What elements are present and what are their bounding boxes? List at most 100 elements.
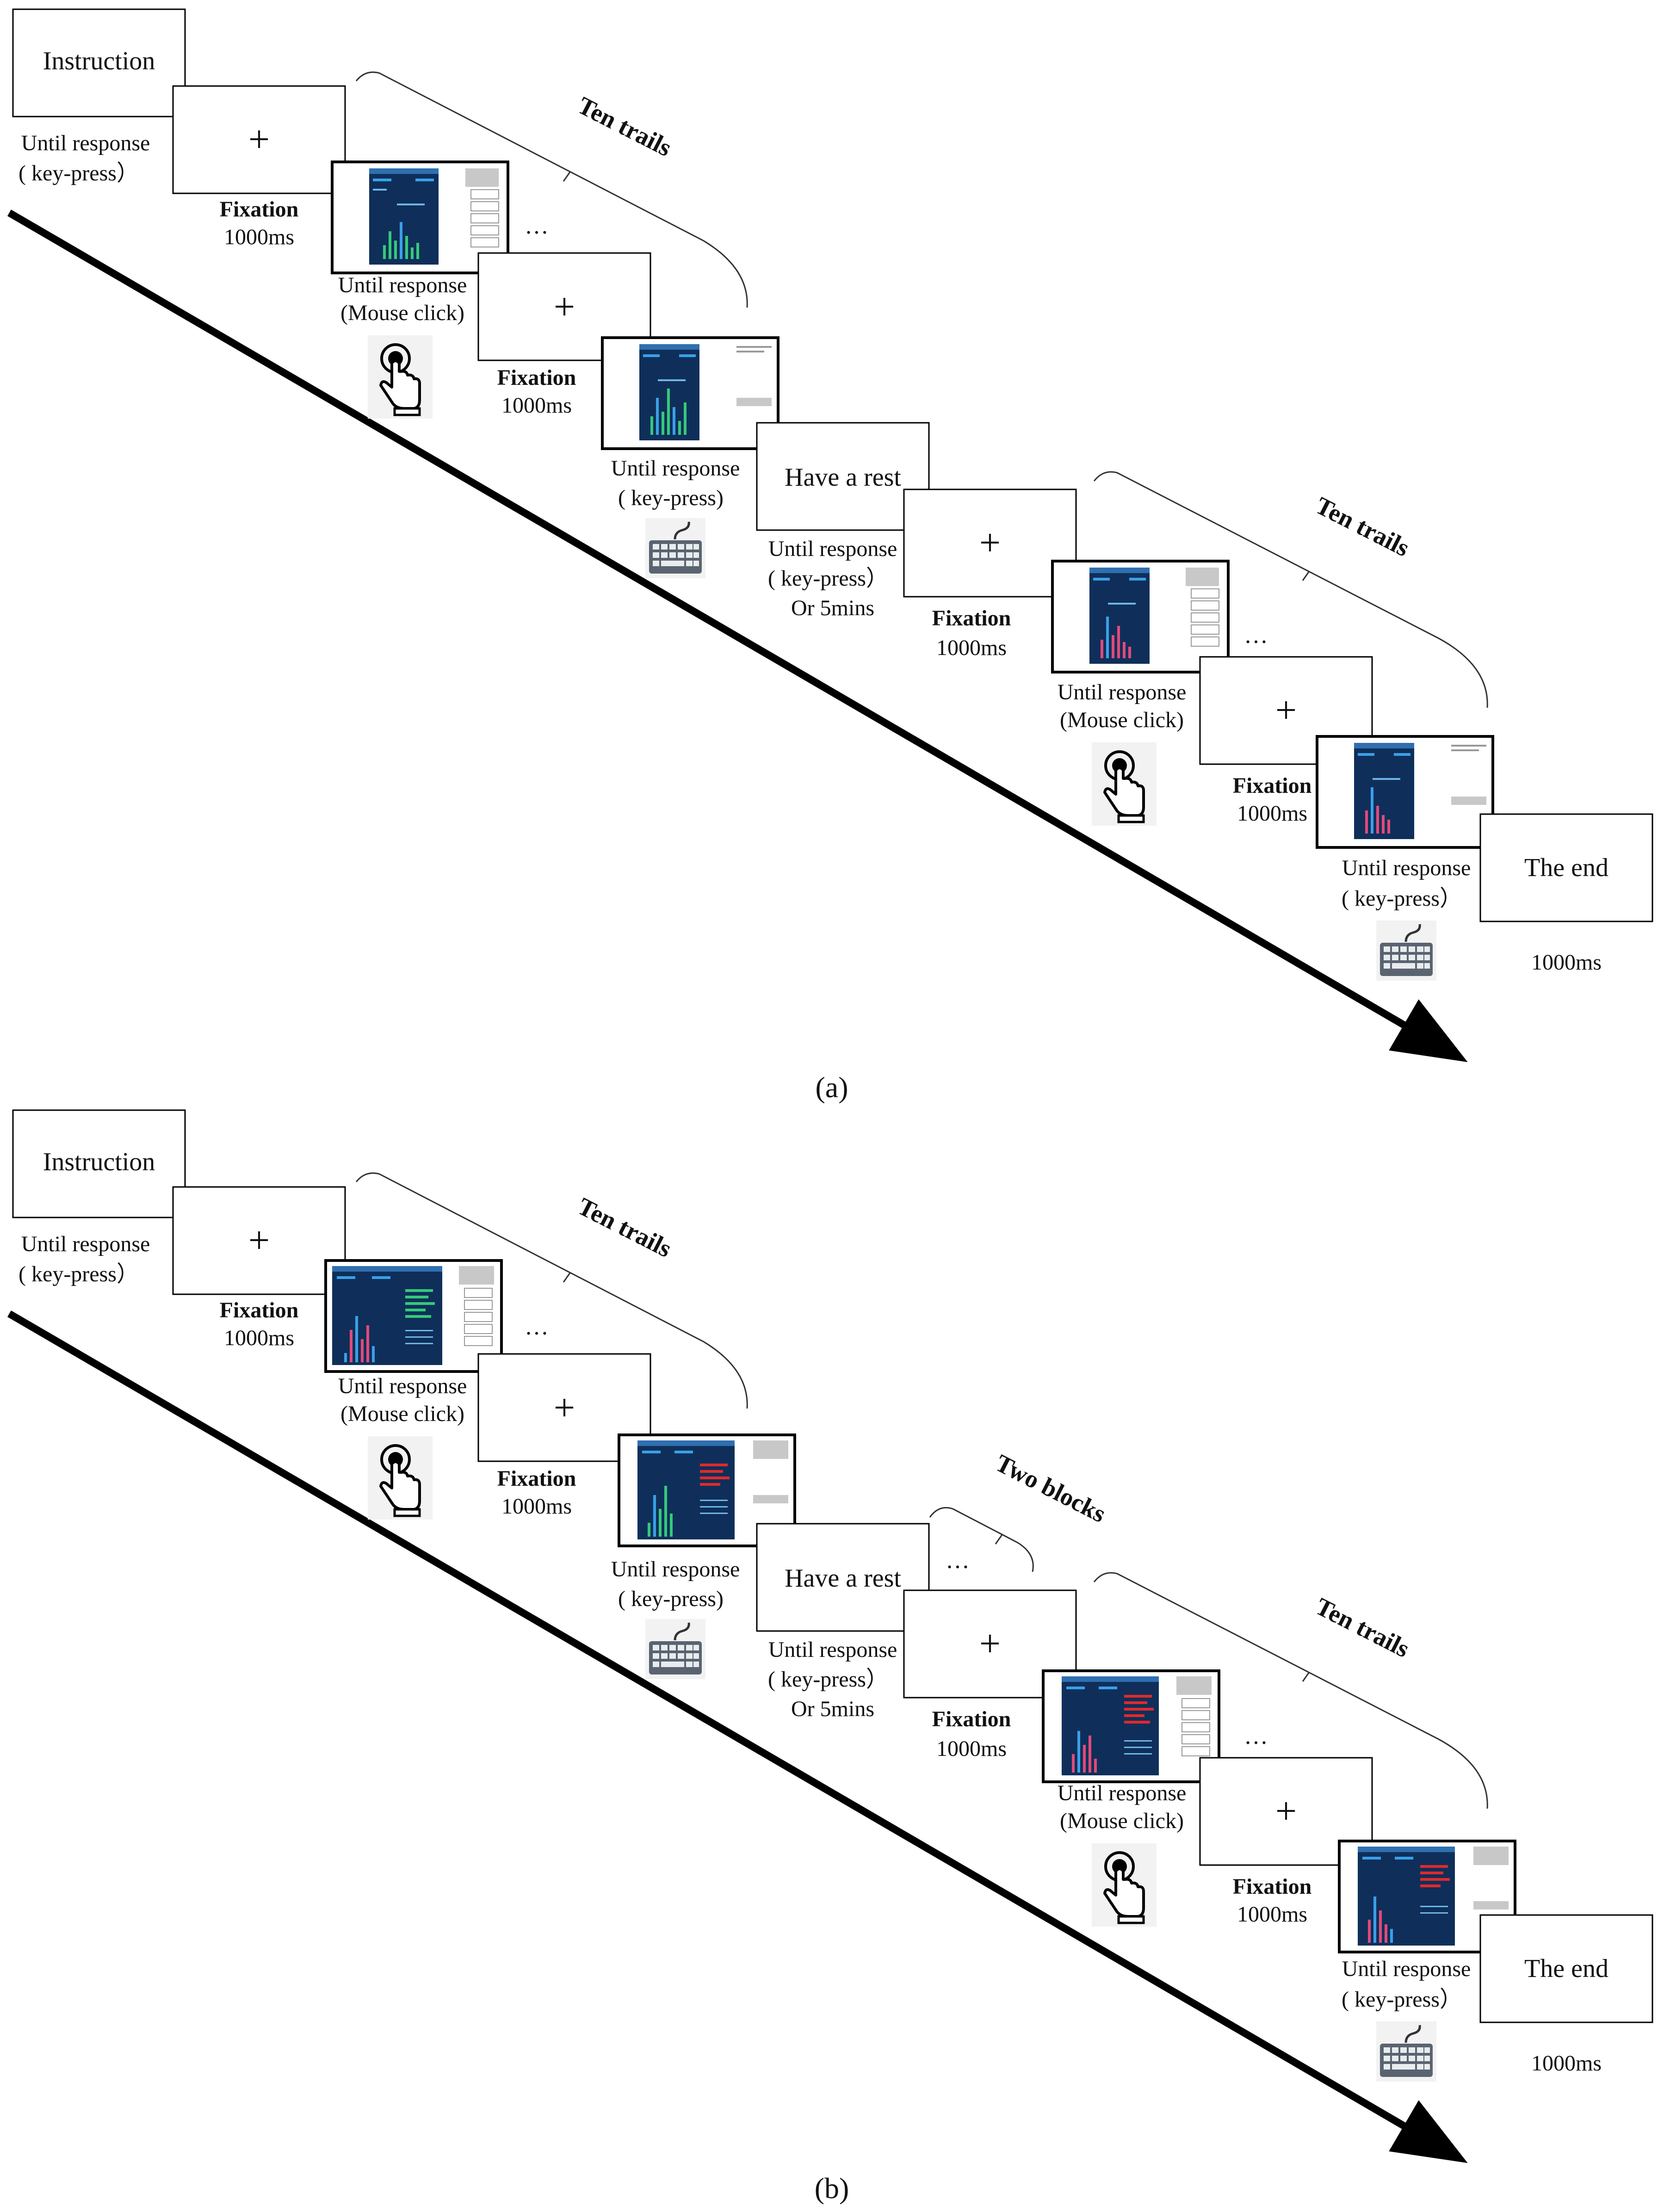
rest-box: [756, 1523, 930, 1632]
instruction-box: [12, 8, 186, 117]
task-screen: [326, 1260, 501, 1372]
rest-label: Have a rest: [785, 463, 901, 492]
hand-click-icon: [368, 1436, 433, 1520]
ten-trails-label: Ten trails: [1311, 491, 1414, 562]
key-press-label: ( key-press）: [19, 1262, 139, 1286]
fixation-box: [172, 1186, 346, 1295]
keyboard-icon: [1376, 921, 1436, 981]
key-press-label: ( key-press): [618, 1587, 724, 1611]
end-label: The end: [1524, 1954, 1608, 1983]
brace-tick: [995, 1534, 1003, 1545]
fixation-label: Fixation: [932, 1707, 1011, 1731]
or-5mins-label: Or 5mins: [791, 596, 874, 620]
fixation-cross: +: [1275, 1790, 1297, 1832]
until-response-label: Until response: [611, 456, 740, 481]
until-response-label: Until response: [1342, 856, 1471, 880]
duration-label: 1000ms: [501, 393, 572, 418]
hand-click-icon: [1092, 1843, 1157, 1927]
ten-trails-brace: [355, 71, 748, 308]
key-press-label: ( key-press）: [1342, 1987, 1462, 2012]
fixation-label: Fixation: [497, 365, 576, 390]
key-press-label: ( key-press）: [1342, 886, 1462, 911]
task-screen: [1052, 561, 1228, 672]
until-response-label: Until response: [21, 1232, 150, 1256]
mouse-click-label: (Mouse click): [1060, 1809, 1184, 1833]
ten-trails-brace: [1093, 1572, 1488, 1809]
ten-trails-brace: [355, 1172, 748, 1409]
rest-label: Have a rest: [785, 1564, 901, 1593]
duration-label: 1000ms: [1531, 2051, 1602, 2076]
fixation-label: Fixation: [220, 1298, 299, 1322]
until-response-label: Until response: [338, 273, 467, 297]
duration-label: 1000ms: [224, 1326, 294, 1350]
mouse-click-label: (Mouse click): [340, 1402, 464, 1426]
duration-label: 1000ms: [936, 636, 1007, 660]
key-press-label: ( key-press）: [768, 1667, 888, 1692]
until-response-label: Until response: [1342, 1957, 1471, 1981]
key-press-label: ( key-press）: [19, 161, 139, 185]
fixation-cross: +: [554, 1386, 575, 1428]
duration-label: 1000ms: [501, 1494, 572, 1519]
keyboard-icon: [645, 1619, 705, 1679]
key-press-label: ( key-press）: [768, 566, 888, 591]
duration-label: 1000ms: [1531, 950, 1602, 975]
fixation-label: Fixation: [220, 197, 299, 222]
keyboard-icon: [1376, 2021, 1436, 2082]
ten-trails-label: Ten trails: [1311, 1592, 1414, 1663]
duration-label: 1000ms: [936, 1736, 1007, 1761]
duration-label: 1000ms: [224, 225, 294, 249]
key-press-label: ( key-press): [618, 486, 724, 510]
end-label: The end: [1524, 853, 1608, 882]
ellipsis: …: [525, 1314, 549, 1340]
timeline-arrow-a: [7, 210, 1468, 1063]
panel-caption: (a): [815, 1071, 848, 1104]
fixation-cross: +: [248, 1219, 270, 1261]
ellipsis: …: [1244, 622, 1268, 649]
instruction-label: Instruction: [43, 47, 155, 75]
ellipsis: …: [946, 1547, 970, 1574]
panel-caption: (b): [815, 2172, 849, 2205]
fixation-label: Fixation: [1233, 1874, 1312, 1899]
end-box: [1479, 1914, 1653, 2023]
until-response-label: Until response: [1058, 1781, 1187, 1805]
fixation-cross: +: [248, 118, 270, 160]
keyboard-icon: [645, 518, 705, 578]
panel-b: Ten trails Instruction Until response ( …: [7, 1109, 1653, 2205]
fixation-box: [172, 85, 346, 194]
brace-tick: [563, 172, 571, 182]
fixation-cross: +: [979, 521, 1001, 563]
duration-label: 1000ms: [1237, 1902, 1307, 1927]
mouse-click-label: (Mouse click): [1060, 708, 1184, 732]
fixation-box: [903, 488, 1077, 598]
task-screen: [1317, 736, 1493, 847]
fixation-cross: +: [554, 285, 575, 327]
brace-tick: [1302, 1672, 1310, 1682]
duration-label: 1000ms: [1237, 801, 1307, 826]
two-blocks-brace: [929, 1507, 1034, 1572]
timeline-arrow-b: [7, 1310, 1468, 2163]
instruction-label: Instruction: [43, 1148, 155, 1176]
fixation-label: Fixation: [497, 1466, 576, 1491]
until-response-label: Until response: [768, 537, 897, 561]
until-response-label: Until response: [21, 131, 150, 155]
or-5mins-label: Or 5mins: [791, 1697, 874, 1721]
ellipsis: …: [1244, 1723, 1268, 1749]
fixation-label: Fixation: [1233, 773, 1312, 798]
two-blocks-label: Two blocks: [991, 1449, 1111, 1528]
ten-trails-label: Ten trails: [574, 1192, 676, 1263]
hand-click-icon: [368, 335, 433, 419]
ten-trails-brace: [1093, 471, 1488, 708]
until-response-label: Until response: [768, 1637, 897, 1662]
fixation-cross: +: [979, 1622, 1001, 1664]
end-box: [1479, 813, 1653, 922]
brace-tick: [563, 1273, 571, 1283]
panel-a: Ten trails Instruction Until response ( …: [7, 8, 1653, 1104]
until-response-label: Until response: [1058, 680, 1187, 704]
ten-trails-label: Ten trails: [574, 91, 676, 162]
until-response-label: Until response: [611, 1557, 740, 1582]
rest-box: [756, 422, 930, 531]
task-screen: [1043, 1671, 1219, 1782]
until-response-label: Until response: [338, 1374, 467, 1398]
ellipsis: …: [525, 213, 549, 239]
